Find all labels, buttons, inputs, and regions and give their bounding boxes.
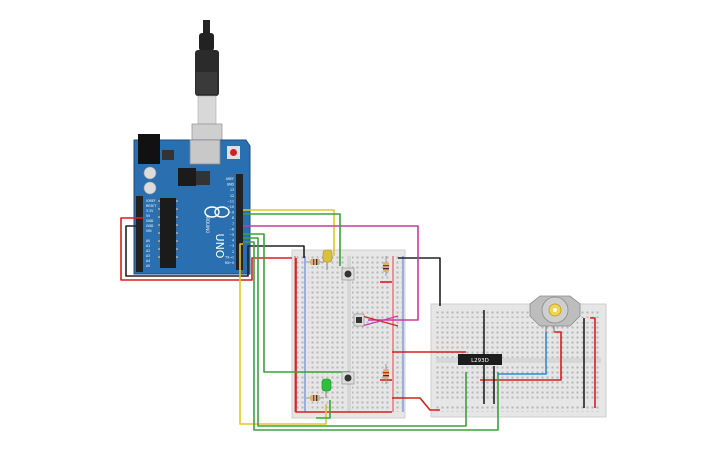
- pushbutton: [341, 371, 355, 385]
- pin-label: A4: [146, 259, 150, 263]
- pin-label: A5: [146, 264, 150, 268]
- pin-label: A2: [146, 249, 150, 253]
- dc-motor: [529, 295, 581, 332]
- wire-green: [316, 400, 331, 419]
- wire-green: [243, 241, 499, 431]
- pin-label: A0: [146, 239, 150, 243]
- usb-cable: [191, 20, 223, 155]
- resistor: [306, 259, 324, 265]
- wire-magenta: [243, 225, 419, 321]
- arduino-uno: UNO ARDUINO AREFGND1312~11~10~987~6~54~3…: [133, 134, 251, 275]
- green-led: [321, 378, 332, 398]
- pin-label: A3: [146, 254, 150, 258]
- wire-black: [398, 257, 441, 306]
- pin-label: ~11: [227, 199, 234, 203]
- pin-label: GND: [227, 183, 235, 187]
- pin-label: 5V: [146, 214, 151, 218]
- pin-label: GND: [146, 219, 154, 223]
- pushbutton: [353, 313, 365, 327]
- ic-label: L293D: [471, 358, 489, 364]
- wire-black: [125, 225, 305, 277]
- pin-label: 3.3V: [146, 209, 154, 213]
- pin-label: AREF: [226, 177, 234, 181]
- wire-green: [243, 213, 341, 266]
- crossing-wires: [361, 315, 399, 327]
- uno-small-label: ARDUINO: [205, 215, 210, 234]
- breadboard: [291, 249, 406, 419]
- resistor: [383, 364, 389, 384]
- pin-label: RX←0: [225, 261, 234, 265]
- yellow-led: [322, 249, 333, 270]
- pin-label: 12: [230, 194, 234, 198]
- wire-red: [480, 331, 562, 381]
- pin-label: A1: [146, 244, 150, 248]
- pin-label: 4: [232, 239, 234, 243]
- pin-label: GND: [146, 224, 154, 228]
- pin-label: ~10: [227, 205, 234, 209]
- uno-brand-label: UNO: [213, 234, 226, 259]
- pin-label: ~3: [229, 244, 234, 248]
- pin-label: ~9: [229, 211, 234, 215]
- pin-label: RESET: [146, 204, 156, 208]
- pin-label: ~5: [229, 233, 234, 237]
- wire-red: [392, 397, 440, 411]
- pin-label: 2: [232, 250, 234, 254]
- pin-label: 13: [230, 188, 234, 192]
- pin-label: TX→1: [224, 255, 234, 259]
- wire-red: [590, 317, 596, 408]
- wire-green: [243, 233, 350, 373]
- breadboard: [430, 303, 607, 418]
- pin-label: 8: [232, 216, 234, 220]
- pin-label: VIN: [146, 229, 152, 233]
- pin-label: ~6: [229, 227, 234, 231]
- wire-yellow: [243, 209, 335, 256]
- wire-green: [243, 237, 467, 427]
- motor-driver-chip: L293D: [458, 354, 502, 365]
- wire-blue: [498, 332, 547, 375]
- wire-red: [295, 258, 392, 413]
- resistor: [383, 256, 389, 276]
- pushbutton: [341, 267, 355, 281]
- resistor: [306, 395, 324, 401]
- pin-label: 7: [232, 222, 234, 226]
- pin-label: IOREF: [146, 199, 156, 203]
